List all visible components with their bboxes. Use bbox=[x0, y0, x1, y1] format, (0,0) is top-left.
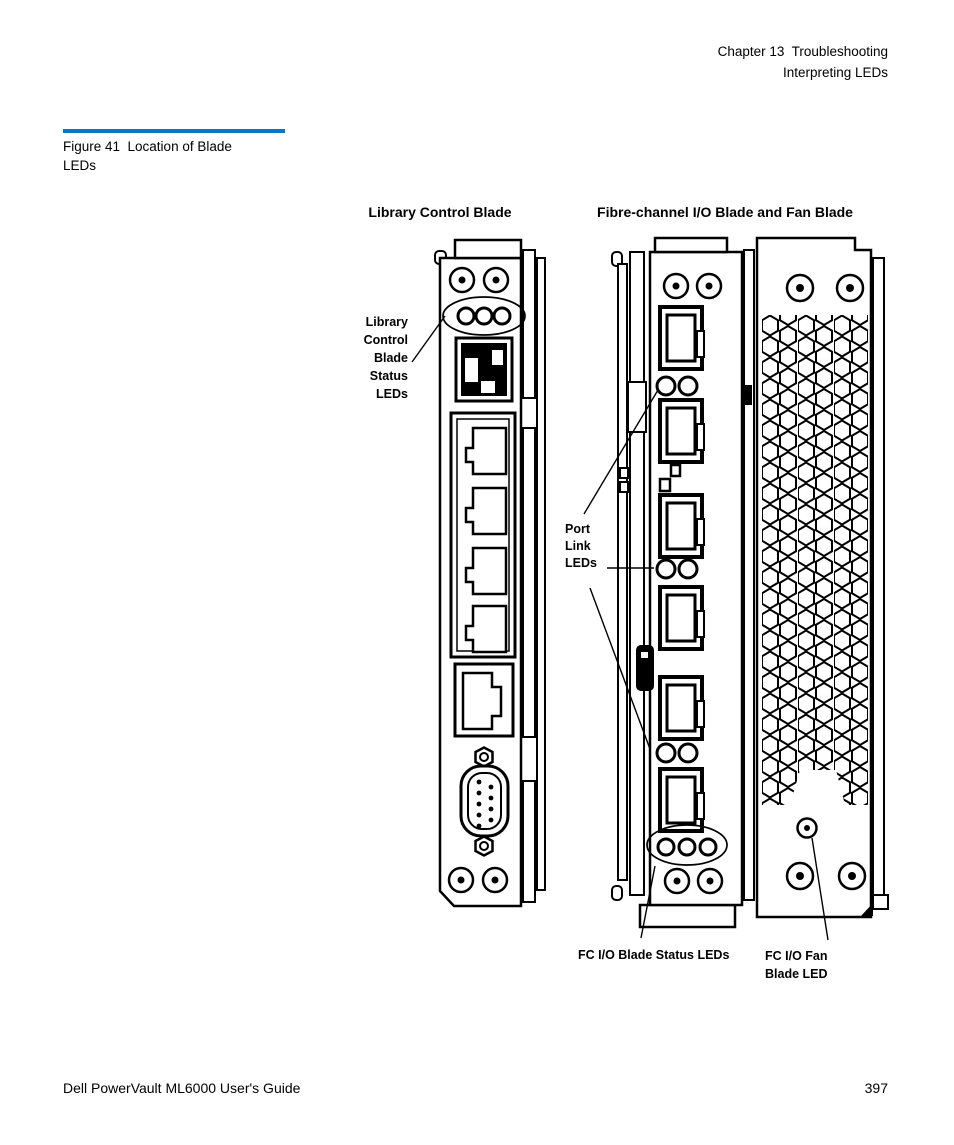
mount-hook bbox=[611, 885, 623, 901]
side-rail bbox=[629, 251, 645, 896]
thumbscrew-icon bbox=[481, 866, 509, 894]
thumbscrew-icon bbox=[696, 867, 724, 895]
rj11-jack-icon bbox=[464, 546, 508, 596]
sfp-port-icon bbox=[658, 767, 706, 833]
thumbscrew-icon bbox=[447, 866, 475, 894]
led-icon bbox=[677, 375, 699, 397]
jumper-block bbox=[669, 463, 682, 478]
sfp-port-icon bbox=[658, 305, 706, 371]
title-fc-io-and-fan-blade: Fibre-channel I/O Blade and Fan Blade bbox=[597, 204, 853, 220]
thumbscrew-icon bbox=[448, 266, 476, 294]
callout-lines bbox=[411, 315, 829, 941]
callout-line-port-link-top bbox=[583, 389, 659, 515]
led-icon bbox=[474, 306, 494, 326]
blade-bottom-tab bbox=[638, 903, 737, 929]
label-fc-blade-status-leds: FC I/O Blade Status LEDs bbox=[578, 948, 730, 962]
header-chapter: Chapter 13 Troubleshooting bbox=[717, 44, 888, 59]
thumbscrew-icon bbox=[695, 272, 723, 300]
side-rail bbox=[522, 249, 536, 903]
label-line: Port bbox=[565, 522, 590, 536]
label-fan-blade-led: FC I/O Fan Blade LED bbox=[765, 947, 828, 983]
ethernet-port-outline-icon bbox=[453, 662, 515, 738]
led-icon bbox=[492, 306, 512, 326]
sfp-port-icon bbox=[658, 675, 706, 741]
rail-latch bbox=[744, 385, 752, 405]
label-line: LEDs bbox=[565, 556, 597, 570]
page-header: Chapter 13 Troubleshooting Interpreting … bbox=[718, 42, 888, 83]
led-icon bbox=[656, 837, 676, 857]
side-rail bbox=[617, 263, 628, 881]
lcb-status-leds-ellipse bbox=[442, 296, 526, 336]
callout-line-port-link-bottom bbox=[589, 587, 651, 750]
figure-caption-line1: Figure 41 Location of Blade bbox=[63, 139, 232, 154]
library-control-blade-drawing bbox=[434, 238, 546, 908]
thumbscrew-icon bbox=[663, 867, 691, 895]
rj11-jack-icon bbox=[464, 486, 508, 536]
led-icon bbox=[698, 837, 718, 857]
fc-io-blade-drawing bbox=[611, 236, 755, 929]
label-line: FC I/O Fan bbox=[765, 949, 828, 963]
rail-joint bbox=[519, 397, 538, 429]
led-icon bbox=[677, 558, 699, 580]
figure-caption-rule bbox=[63, 129, 285, 133]
sfp-port-icon bbox=[658, 585, 706, 651]
header-section: Interpreting LEDs bbox=[782, 64, 888, 80]
rail-notch bbox=[619, 481, 629, 493]
label-line: Control bbox=[363, 333, 408, 347]
thumbscrew-icon bbox=[785, 861, 815, 891]
label-port-link-leds: Port Link LEDs bbox=[565, 521, 597, 572]
rail-joint bbox=[627, 381, 647, 433]
label-line: Blade bbox=[373, 351, 408, 365]
label-line: Link bbox=[565, 539, 591, 553]
callout-line-fc-status bbox=[640, 865, 656, 939]
label-line: Blade LED bbox=[765, 967, 828, 981]
thumbscrew-icon bbox=[785, 273, 815, 303]
honeycomb-grille bbox=[762, 315, 868, 805]
led-icon bbox=[655, 558, 677, 580]
rail-foot bbox=[872, 894, 889, 910]
label-line: Status bbox=[369, 369, 408, 383]
corner-wedge bbox=[861, 903, 873, 916]
figure-caption: Figure 41 Location of Blade LEDs bbox=[63, 137, 293, 175]
figure-caption-line2: LEDs bbox=[63, 158, 97, 173]
fc-status-leds-ellipse bbox=[646, 824, 728, 866]
led-icon bbox=[677, 837, 697, 857]
jumper-block bbox=[658, 477, 672, 493]
blade-top-tab bbox=[453, 238, 523, 260]
side-rail bbox=[872, 257, 885, 904]
footer-page-number: 397 bbox=[864, 1080, 888, 1096]
led-icon bbox=[677, 742, 699, 764]
blade-top-tab bbox=[653, 236, 729, 254]
side-rail bbox=[743, 249, 755, 901]
led-icon bbox=[655, 375, 677, 397]
fan-blade-drawing bbox=[755, 236, 889, 919]
rail-notch bbox=[619, 467, 629, 479]
footer-doc-title: Dell PowerVault ML6000 User's Guide bbox=[63, 1080, 301, 1096]
rj11-jack-icon bbox=[464, 426, 508, 476]
title-library-control-blade: Library Control Blade bbox=[368, 204, 512, 220]
jack-panel bbox=[449, 411, 517, 659]
sfp-port-icon bbox=[658, 398, 706, 464]
label-line: Library bbox=[365, 315, 408, 329]
thumbscrew-icon bbox=[662, 272, 690, 300]
thumbscrew-icon bbox=[835, 273, 865, 303]
thumbscrew-icon bbox=[837, 861, 867, 891]
label-lcb-status-leds: Library Control Blade Status LEDs bbox=[330, 313, 408, 403]
sfp-port-icon bbox=[658, 493, 706, 559]
service-connector-slot bbox=[641, 652, 648, 658]
callout-line-lcb-status bbox=[411, 315, 446, 363]
led-icon bbox=[456, 306, 476, 326]
service-connector bbox=[636, 645, 654, 691]
led-icon bbox=[655, 742, 677, 764]
callout-line-fan-led bbox=[811, 837, 829, 941]
label-line: LEDs bbox=[376, 387, 408, 401]
thumbscrew-icon bbox=[482, 266, 510, 294]
ethernet-port-icon bbox=[454, 336, 514, 403]
serial-db9-icon bbox=[459, 746, 510, 857]
fan-led-dot bbox=[804, 825, 810, 831]
rj11-jack-icon bbox=[464, 604, 508, 654]
side-rail bbox=[536, 257, 546, 891]
